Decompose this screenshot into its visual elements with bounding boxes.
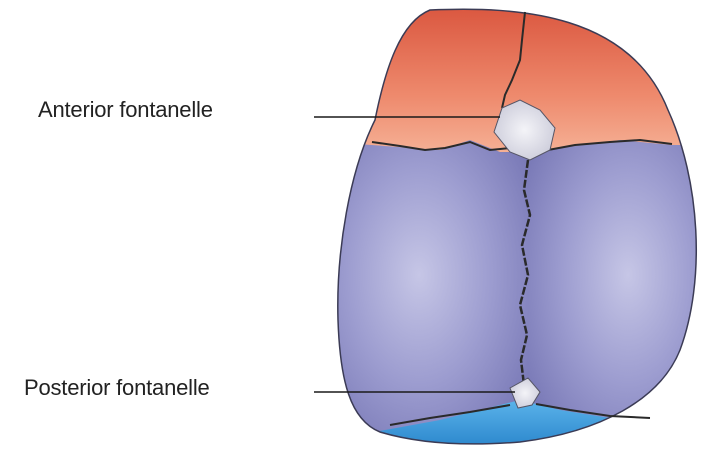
- anterior-fontanelle-label: Anterior fontanelle: [38, 97, 213, 123]
- posterior-fontanelle-label: Posterior fontanelle: [24, 375, 210, 401]
